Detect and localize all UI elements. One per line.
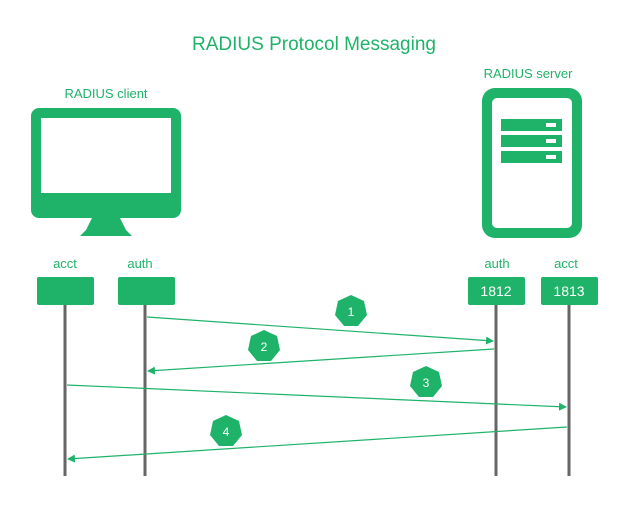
step-number: 3 bbox=[423, 376, 430, 390]
port-number: 1812 bbox=[480, 283, 511, 299]
monitor-icon bbox=[31, 108, 181, 236]
step-number: 1 bbox=[348, 305, 355, 319]
client-label: RADIUS client bbox=[64, 86, 147, 101]
server-icon bbox=[482, 88, 582, 238]
lane-label: acct bbox=[53, 256, 77, 271]
message-arrow-1 bbox=[146, 316, 494, 345]
port-box bbox=[37, 277, 94, 305]
port-number: 1813 bbox=[553, 283, 584, 299]
lane-server-acct: acct 1813 bbox=[541, 256, 598, 305]
lane-label: acct bbox=[554, 256, 578, 271]
message-arrow-4 bbox=[67, 426, 568, 463]
message-arrow-2 bbox=[147, 348, 495, 375]
step-badge-2: 2 bbox=[248, 330, 280, 361]
port-box bbox=[118, 277, 175, 305]
port-box bbox=[541, 277, 598, 305]
port-box bbox=[468, 277, 525, 305]
step-number: 4 bbox=[223, 425, 230, 439]
lane-server-auth: auth 1812 bbox=[468, 256, 525, 305]
message-arrow-3 bbox=[66, 384, 567, 411]
step-badge-3: 3 bbox=[410, 366, 442, 397]
server-label: RADIUS server bbox=[484, 66, 574, 81]
step-number: 2 bbox=[261, 340, 268, 354]
lane-client-auth: auth bbox=[118, 256, 175, 305]
step-badge-4: 4 bbox=[210, 415, 242, 446]
lane-label: auth bbox=[127, 256, 152, 271]
lane-client-acct: acct bbox=[37, 256, 94, 305]
diagram-title: RADIUS Protocol Messaging bbox=[192, 34, 436, 55]
step-badge-1: 1 bbox=[335, 295, 367, 326]
lane-label: auth bbox=[484, 256, 509, 271]
